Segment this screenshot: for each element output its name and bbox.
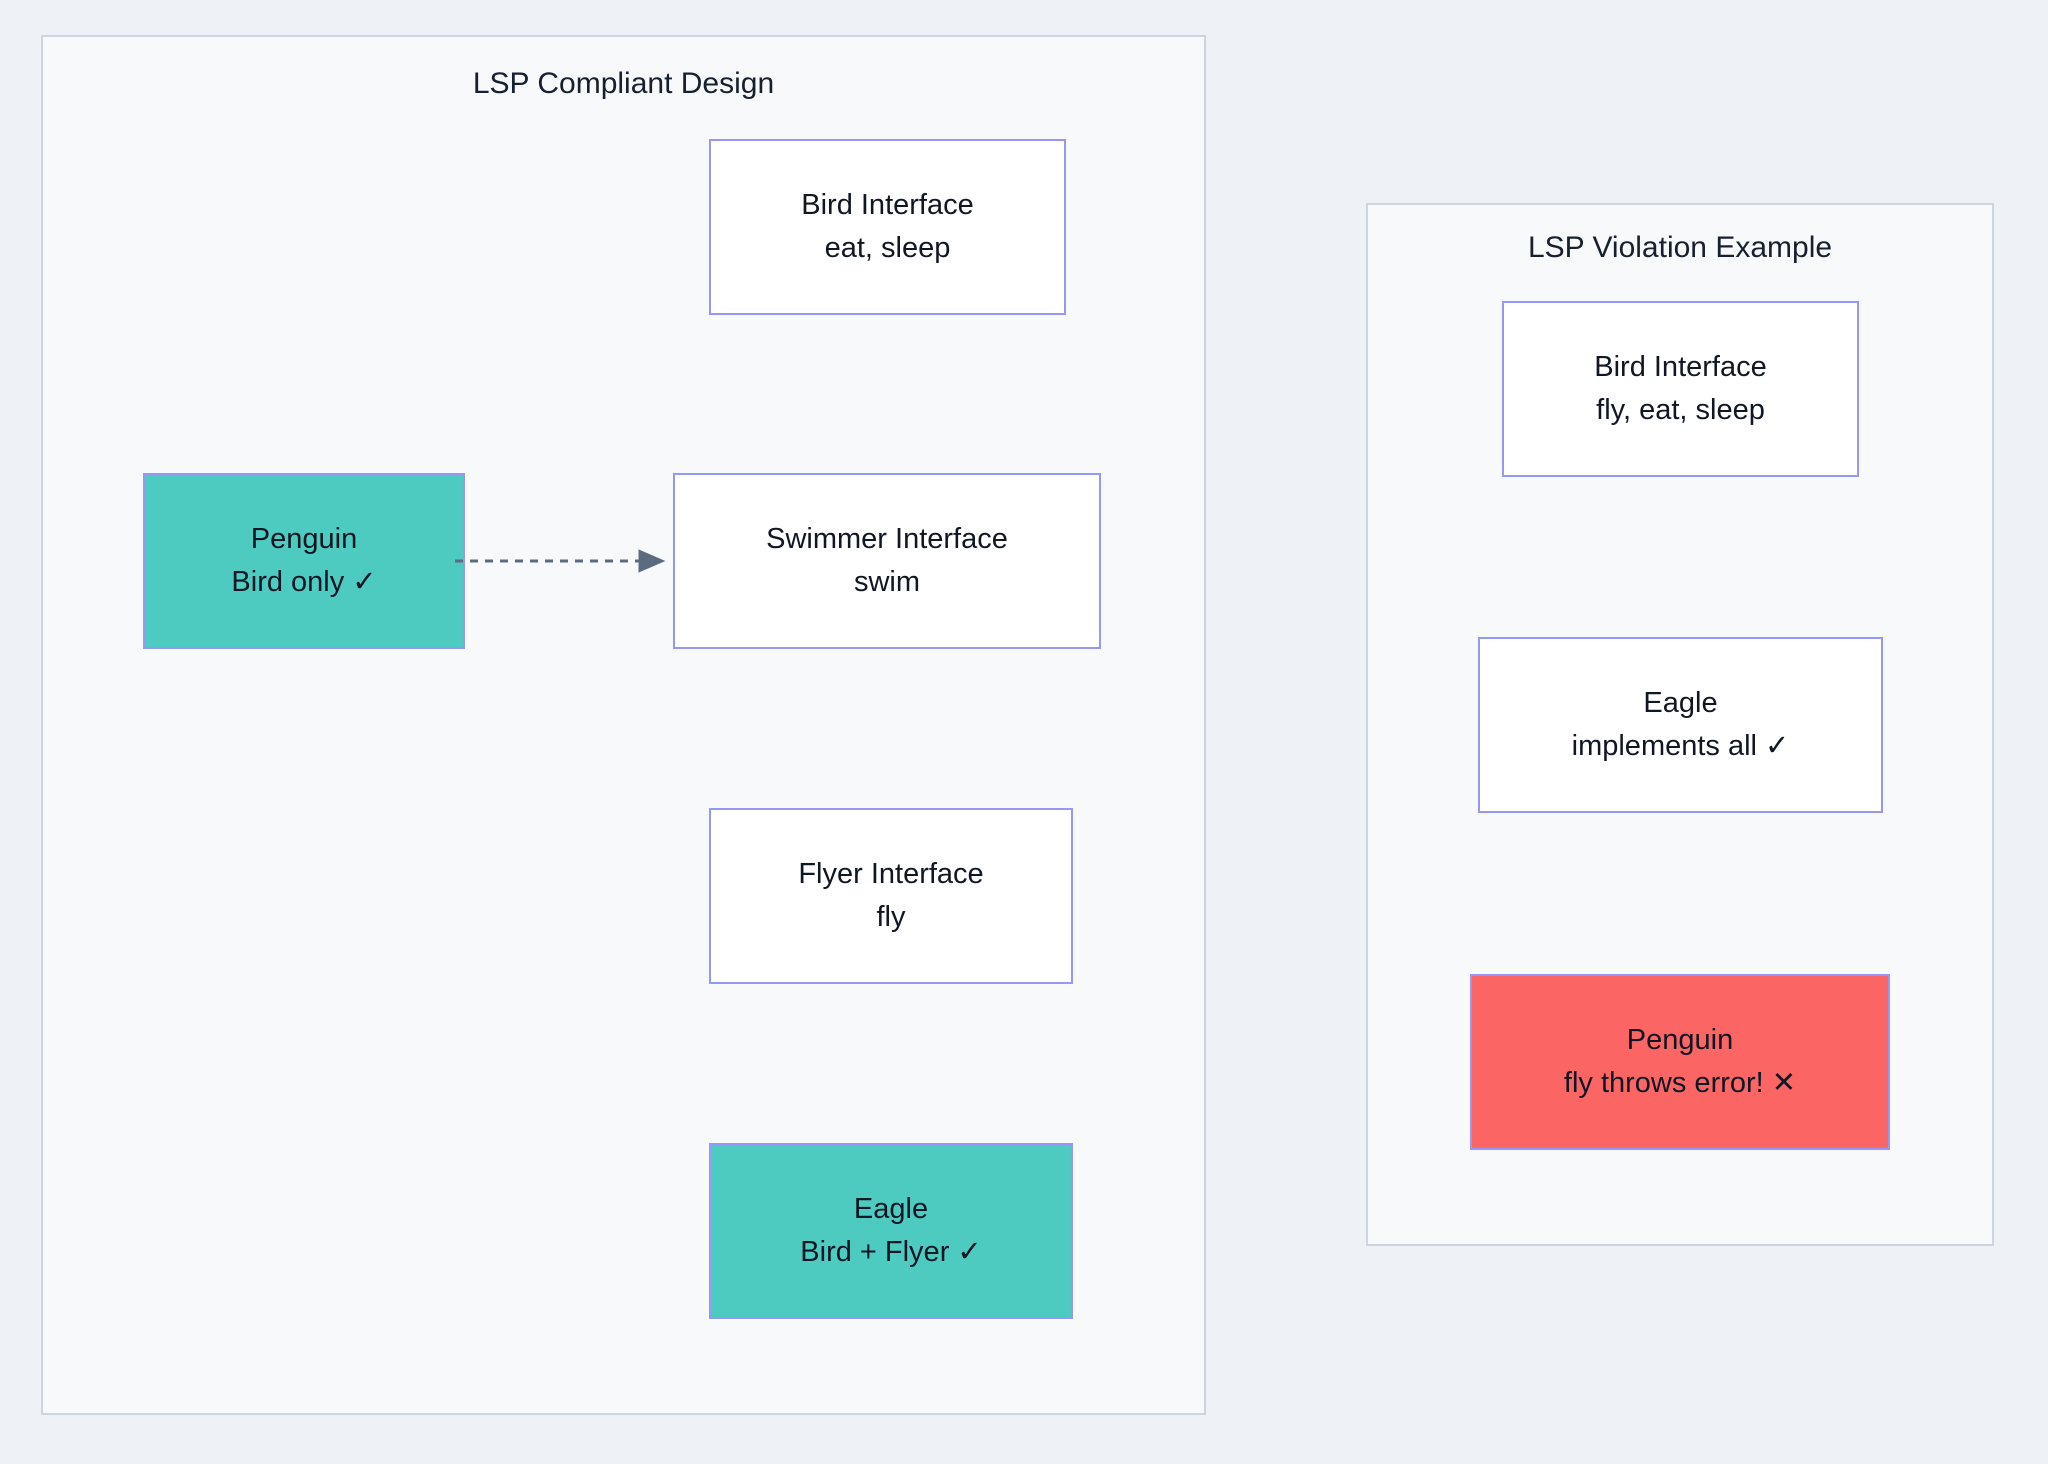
node-penguin-compliant[interactable]: Penguin Bird only ✓	[143, 473, 465, 649]
node-bird-interface-compliant-line1: Bird Interface	[801, 189, 974, 222]
node-penguin-violation[interactable]: Penguin fly throws error! ✕	[1470, 974, 1890, 1150]
node-eagle-violation-line2: implements all ✓	[1571, 730, 1790, 762]
node-penguin-compliant-line1: Penguin	[250, 523, 358, 556]
edge-penguin-to-swimmer-interface	[455, 549, 666, 573]
node-bird-interface-compliant[interactable]: Bird Interface eat, sleep	[709, 139, 1066, 315]
node-eagle-compliant[interactable]: Eagle Bird + Flyer ✓	[709, 1143, 1073, 1319]
node-swimmer-interface-line1: Swimmer Interface	[766, 523, 1008, 556]
node-bird-interface-violation-line1: Bird Interface	[1594, 351, 1767, 384]
node-flyer-interface-line1: Flyer Interface	[798, 858, 984, 891]
panel-title-lsp-compliant-design: LSP Compliant Design	[472, 67, 775, 100]
panel-title-lsp-violation-example: LSP Violation Example	[1527, 231, 1833, 264]
node-eagle-violation-line1: Eagle	[1643, 687, 1718, 720]
node-flyer-interface[interactable]: Flyer Interface fly	[709, 808, 1073, 984]
node-bird-interface-violation-line2: fly, eat, sleep	[1596, 394, 1765, 426]
node-penguin-compliant-line2: Bird only ✓	[231, 566, 377, 598]
node-swimmer-interface[interactable]: Swimmer Interface swim	[673, 473, 1101, 649]
node-flyer-interface-line2: fly	[876, 901, 906, 933]
node-penguin-violation-line2: fly throws error! ✕	[1563, 1067, 1797, 1099]
node-eagle-compliant-line1: Eagle	[853, 1193, 929, 1226]
node-eagle-violation[interactable]: Eagle implements all ✓	[1478, 637, 1883, 813]
node-swimmer-interface-line2: swim	[853, 566, 921, 598]
node-bird-interface-compliant-line2: eat, sleep	[824, 232, 951, 264]
node-bird-interface-violation[interactable]: Bird Interface fly, eat, sleep	[1502, 301, 1859, 477]
node-eagle-compliant-line2: Bird + Flyer ✓	[800, 1236, 982, 1268]
node-penguin-violation-line1: Penguin	[1626, 1024, 1734, 1057]
